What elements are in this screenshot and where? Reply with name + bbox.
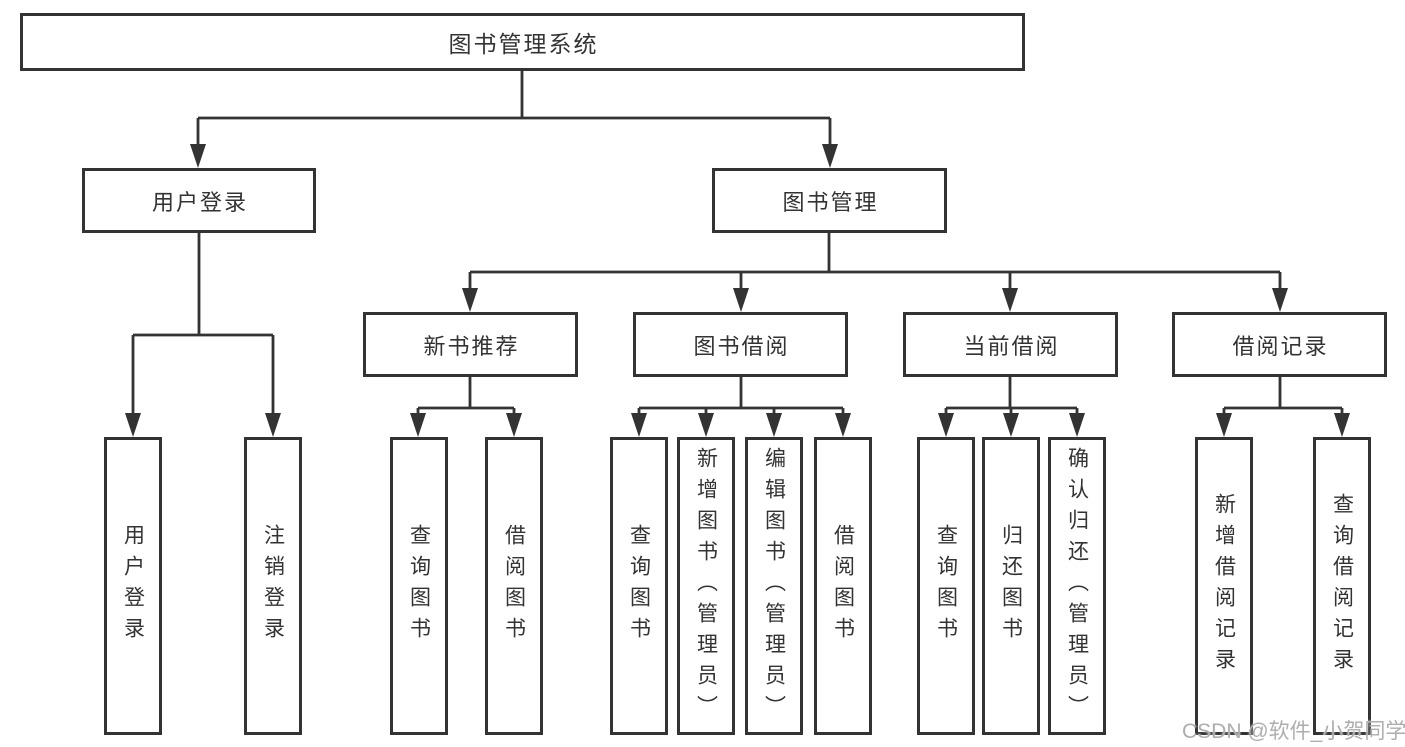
leaf-bb-borrow-books: 借阅图书	[814, 437, 872, 735]
csdn-watermark: CSDN @软件_小贺同学	[1182, 720, 1405, 743]
node-label: 查询图书	[627, 524, 651, 648]
arrowhead	[1003, 413, 1019, 437]
node-label: 借阅记录	[1232, 333, 1329, 359]
arrowhead	[631, 413, 647, 437]
node-label: 新增图书（管理员）	[694, 446, 718, 726]
node-label: 用户登录	[121, 524, 145, 648]
node-label: 注销登录	[261, 524, 285, 648]
leaf-cb-query-books: 查询图书	[917, 437, 975, 735]
node-label: 借阅图书	[502, 524, 526, 648]
arrowhead	[1002, 288, 1018, 312]
edge-book-management-to-level3	[462, 232, 1288, 312]
node-label: 当前借阅	[963, 333, 1060, 359]
node-label: 图书管理系统	[448, 31, 599, 57]
node-current-borrowing: 当前借阅	[903, 312, 1118, 377]
node-label: 确认归还（管理员）	[1065, 446, 1089, 726]
arrowhead	[733, 288, 749, 312]
node-label: 借阅图书	[831, 524, 855, 648]
arrowhead	[410, 413, 426, 437]
edge-root-to-level2	[190, 70, 838, 168]
node-label: 编辑图书（管理员）	[762, 446, 786, 726]
arrowhead	[822, 144, 838, 168]
leaf-user-login: 用户登录	[104, 437, 162, 735]
node-user-login: 用户登录	[82, 168, 316, 233]
node-label: 图书管理	[782, 189, 879, 215]
arrowhead	[462, 288, 478, 312]
edge-borrowing-records-to-children	[1216, 377, 1350, 437]
arrowhead	[1272, 288, 1288, 312]
arrowhead	[938, 413, 954, 437]
arrowhead	[698, 413, 714, 437]
node-library-management-system: 图书管理系统	[20, 13, 1025, 71]
node-new-book-recommend: 新书推荐	[363, 312, 578, 377]
leaf-cb-confirm-return-admin: 确认归还（管理员）	[1048, 437, 1106, 735]
leaf-nb-query-books: 查询图书	[390, 437, 448, 735]
node-label: 查询图书	[407, 524, 431, 648]
leaf-br-query-borrow-record: 查询借阅记录	[1313, 437, 1371, 735]
edge-book-borrowing-to-children	[631, 377, 851, 437]
arrowhead	[125, 413, 141, 437]
arrowhead	[835, 413, 851, 437]
node-label: 查询借阅记录	[1330, 493, 1354, 679]
leaf-br-add-borrow-record: 新增借阅记录	[1195, 437, 1253, 735]
arrowhead	[506, 413, 522, 437]
leaf-bb-edit-book-admin: 编辑图书（管理员）	[745, 437, 803, 735]
arrowhead	[1334, 413, 1350, 437]
arrowhead	[1069, 413, 1085, 437]
edge-user-login-to-children	[125, 232, 281, 437]
node-label: 图书借阅	[693, 333, 790, 359]
leaf-nb-borrow-books: 借阅图书	[485, 437, 543, 735]
node-borrowing-records: 借阅记录	[1172, 312, 1387, 377]
node-book-management: 图书管理	[712, 168, 947, 233]
arrowhead	[766, 413, 782, 437]
arrowhead	[265, 413, 281, 437]
arrowhead	[190, 144, 206, 168]
edge-current-borrowing-to-children	[938, 377, 1085, 437]
leaf-bb-query-books: 查询图书	[610, 437, 668, 735]
leaf-logout: 注销登录	[244, 437, 302, 735]
node-label: 用户登录	[151, 189, 248, 215]
leaf-bb-add-book-admin: 新增图书（管理员）	[677, 437, 735, 735]
edge-new-books-to-children	[410, 377, 522, 437]
node-label: 查询图书	[934, 524, 958, 648]
arrowhead	[1216, 413, 1232, 437]
node-label: 归还图书	[999, 524, 1023, 648]
node-book-borrowing: 图书借阅	[633, 312, 848, 377]
node-label: 新书推荐	[423, 333, 520, 359]
node-label: 新增借阅记录	[1212, 493, 1236, 679]
leaf-cb-return-books: 归还图书	[982, 437, 1040, 735]
